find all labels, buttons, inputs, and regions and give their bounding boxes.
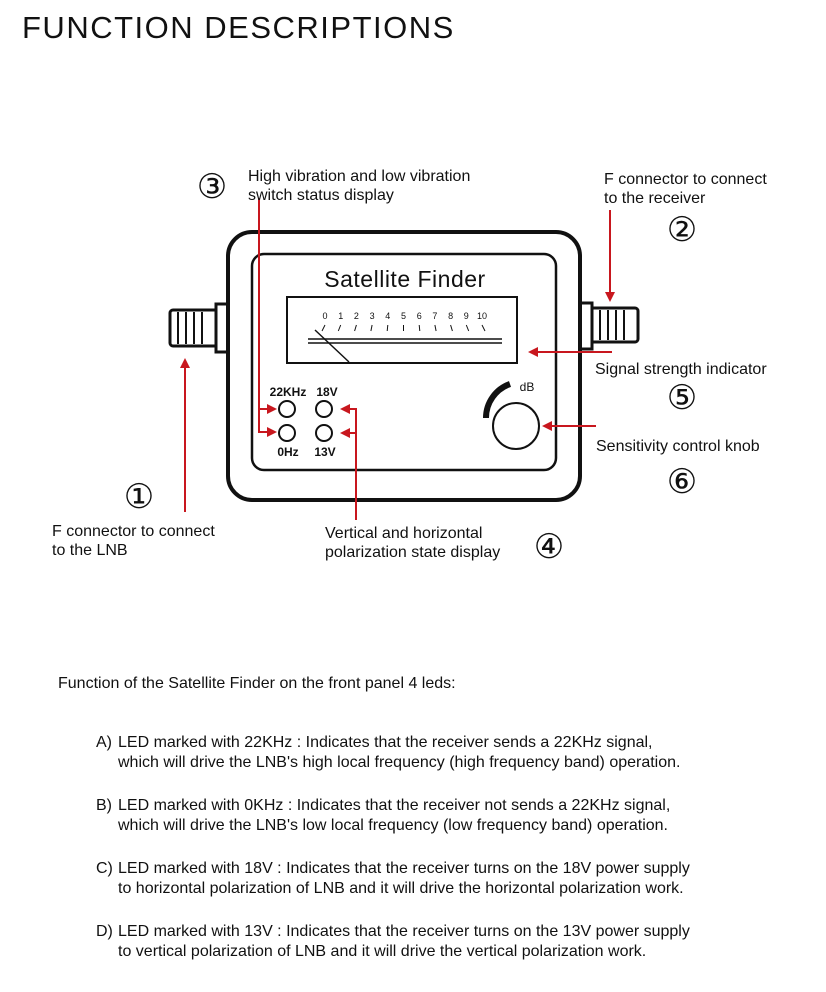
list-item-line-2: which will drive the LNB's low local fre… (118, 817, 668, 834)
list-item-line-2: to horizontal polarization of LNB and it… (118, 880, 684, 897)
scale-label: 6 (417, 311, 422, 321)
list-marker: A) (96, 734, 112, 751)
callout-1-line-1: F connector to connect (52, 523, 215, 540)
arrow-4 (340, 404, 357, 520)
scale-label: 2 (354, 311, 359, 321)
scale-tick (354, 324, 357, 332)
scale-tick (370, 324, 373, 332)
callout-numbers: ① ② ③ ④ ⑤ ⑥ (124, 168, 697, 566)
callout-number-1: ① (124, 478, 154, 516)
scale-label: 4 (385, 311, 390, 321)
list-item: C) LED marked with 18V : Indicates that … (96, 859, 796, 899)
list-item-line-1: LED marked with 18V : Indicates that the… (118, 860, 690, 877)
list-item: B) LED marked with 0KHz : Indicates that… (96, 796, 796, 836)
list-item-line-1: LED marked with 0KHz : Indicates that th… (118, 797, 671, 814)
list-item-line-1: LED marked with 13V : Indicates that the… (118, 923, 690, 940)
callout-3-line-2: switch status display (248, 187, 394, 204)
scale-tick (434, 324, 437, 332)
left-f-connector (168, 302, 232, 354)
callout-number-5: ⑤ (667, 379, 697, 417)
list-item-line-2: which will drive the LNB's high local fr… (118, 754, 681, 771)
scale-tick (418, 324, 421, 332)
scale-label: 8 (448, 311, 453, 321)
led-0hz (278, 424, 296, 442)
callout-number-6: ⑥ (667, 463, 697, 501)
led-22khz (278, 400, 296, 418)
led-functions-list: A) LED marked with 22KHz : Indicates tha… (96, 733, 796, 985)
callout-number-3: ③ (197, 168, 227, 206)
arrow-3 (258, 198, 277, 437)
scale-label: 10 (477, 311, 487, 321)
led-13v (315, 424, 333, 442)
callout-2-line-1: F connector to connect (604, 171, 767, 188)
scale-label: 9 (464, 311, 469, 321)
scale-tick (337, 324, 342, 332)
list-item-line-2: to vertical polarization of LNB and it w… (118, 943, 647, 960)
callout-number-2: ② (667, 211, 697, 249)
list-marker: B) (96, 797, 112, 814)
led-label-13v: 13V (314, 445, 335, 459)
callout-1-line-2: to the LNB (52, 542, 128, 559)
callout-4-line-2: polarization state display (325, 544, 500, 561)
scale-label: 7 (432, 311, 437, 321)
list-marker: C) (96, 860, 113, 877)
scale-tick (450, 324, 453, 332)
knob-db-label: dB (520, 380, 535, 394)
scale-tick (386, 324, 389, 332)
scale-tick (465, 324, 470, 332)
page-title: FUNCTION DESCRIPTIONS (22, 10, 455, 45)
scale-tick (481, 324, 486, 332)
list-item: D) LED marked with 13V : Indicates that … (96, 922, 796, 962)
led-18v (315, 400, 333, 418)
sensitivity-knob: dB (482, 380, 540, 450)
callout-texts: F connector to connect to the LNB F conn… (52, 168, 767, 561)
callout-5-line-1: Signal strength indicator (595, 361, 767, 378)
scale-tick (321, 324, 326, 332)
callout-arrows (180, 198, 615, 520)
led-label-0hz: 0Hz (277, 445, 298, 459)
scale-label: 5 (401, 311, 406, 321)
led-group: 22KHz 18V 0Hz 13V (270, 385, 338, 459)
scale-label: 1 (338, 311, 343, 321)
callout-number-4: ④ (534, 528, 564, 566)
callout-4-line-1: Vertical and horizontal (325, 525, 482, 542)
list-item-line-1: LED marked with 22KHz : Indicates that t… (118, 734, 653, 751)
led-label-18v: 18V (316, 385, 337, 399)
scale-label: 0 (322, 311, 327, 321)
led-label-22khz: 22KHz (270, 385, 307, 399)
list-marker: D) (96, 923, 113, 940)
callout-2-line-2: to the receiver (604, 190, 706, 207)
scale-label: 3 (370, 311, 375, 321)
callout-3-line-1: High vibration and low vibration (248, 168, 470, 185)
list-item: A) LED marked with 22KHz : Indicates tha… (96, 733, 796, 773)
device-label: Satellite Finder (324, 266, 485, 292)
callout-6-line-1: Sensitivity control knob (596, 438, 760, 455)
meter-needle (314, 329, 350, 363)
right-f-connector (574, 301, 640, 351)
led-functions-intro: Function of the Satellite Finder on the … (58, 675, 456, 692)
